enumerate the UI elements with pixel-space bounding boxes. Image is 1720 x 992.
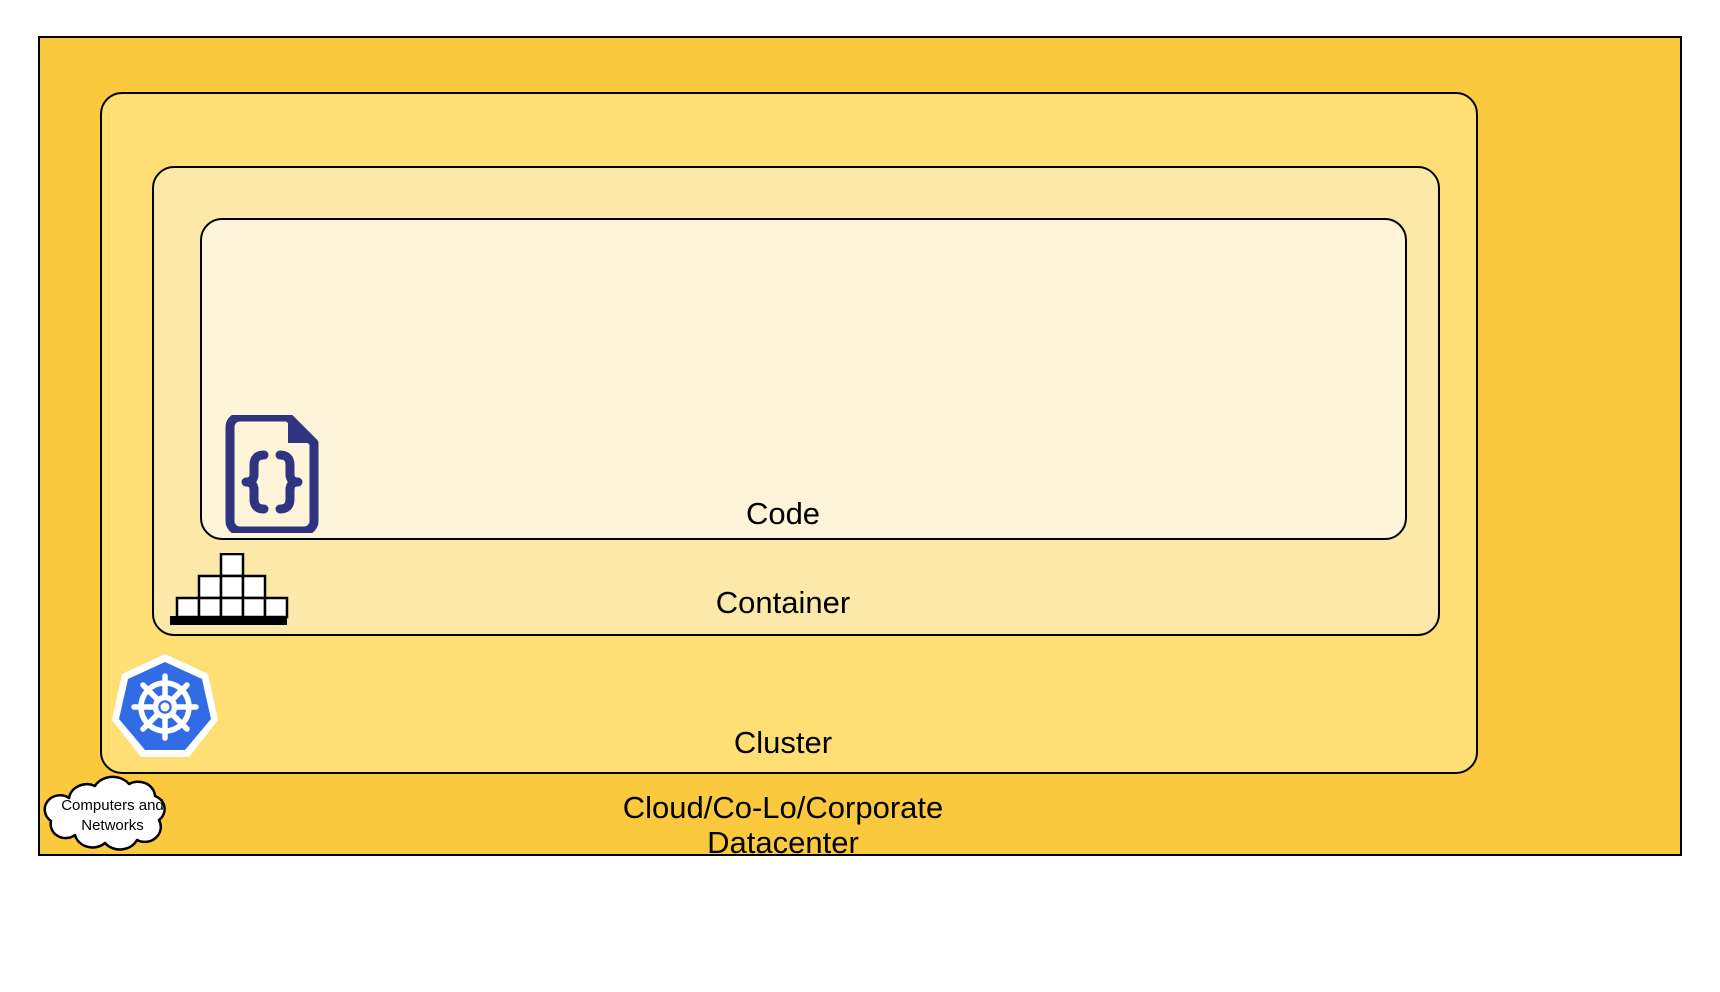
container-bricks-icon <box>167 552 289 625</box>
layer-code[interactable] <box>200 218 1407 540</box>
layer-label-container: Container <box>715 585 851 620</box>
layer-label-datacenter: Cloud/Co-Lo/Corporate Datacenter <box>622 790 944 860</box>
kubernetes-icon <box>110 652 220 762</box>
layer-label-code: Code <box>745 496 821 531</box>
layer-label-cluster: Cluster <box>733 725 833 760</box>
json-file-icon <box>220 412 324 536</box>
cloud-label: Computers and Networks <box>61 797 164 834</box>
computers-and-networks-cloud[interactable]: Computers and Networks <box>35 772 190 862</box>
